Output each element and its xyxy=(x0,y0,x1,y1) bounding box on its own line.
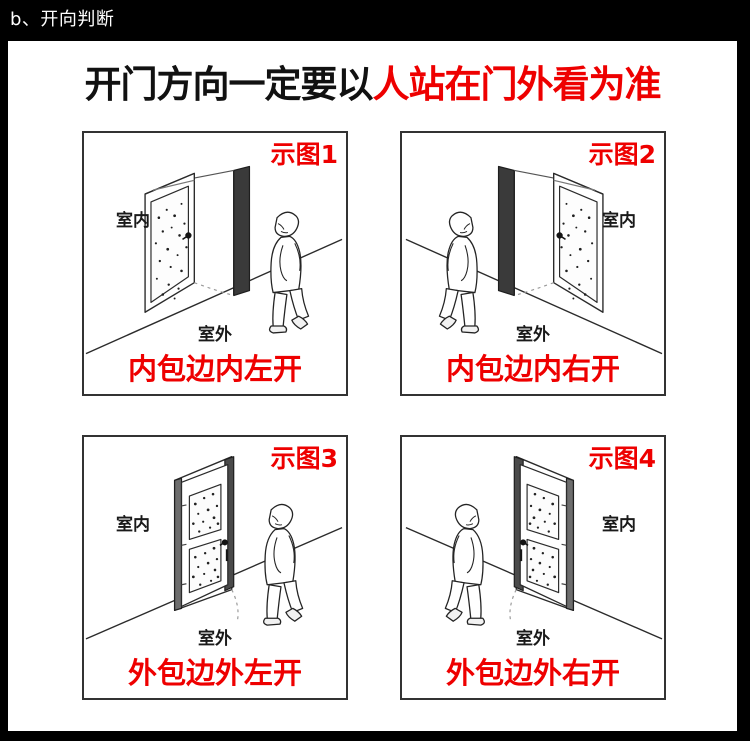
indoor-label-2: 室内 xyxy=(602,211,636,231)
panel-caption-3: 外包边外左开 xyxy=(127,656,302,690)
content-sheet: 开门方向一定要以人站在门外看为准 xyxy=(8,41,737,731)
figure-tag-1: 示图1 xyxy=(270,140,338,169)
figure-tag-3: 示图3 xyxy=(270,444,338,473)
door-scene-3 xyxy=(84,437,346,698)
figure-tag-4: 示图4 xyxy=(588,444,656,473)
outdoor-label-2: 室外 xyxy=(516,325,550,345)
illustration-panel-4: 示图4 室内 室外 外包边外右开 xyxy=(400,435,666,700)
indoor-label-1: 室内 xyxy=(116,211,150,231)
page-title-red-part: 人站在门外看为准 xyxy=(372,63,662,106)
page-title: 开门方向一定要以人站在门外看为准 xyxy=(8,63,737,107)
illustration-panel-1: 示图1 室内 室外 内包边内左开 xyxy=(82,131,348,396)
outdoor-label-3: 室外 xyxy=(198,629,232,649)
illustration-panel-3: 示图3 室内 室外 外包边外左开 xyxy=(82,435,348,700)
figure-tag-2: 示图2 xyxy=(588,140,656,169)
page-title-black-part: 开门方向一定要以 xyxy=(84,63,374,106)
panel-caption-4: 外包边外右开 xyxy=(445,656,620,690)
door-scene-1 xyxy=(84,133,346,394)
door-scene-4 xyxy=(402,437,664,698)
panel-caption-1: 内包边内左开 xyxy=(127,352,302,386)
outdoor-label-4: 室外 xyxy=(516,629,550,649)
door-scene-2 xyxy=(402,133,664,394)
header-band: b、开向判断 xyxy=(0,0,750,41)
outdoor-label-1: 室外 xyxy=(198,325,232,345)
section-header-label: b、开向判断 xyxy=(10,9,115,30)
indoor-label-4: 室内 xyxy=(602,515,636,535)
illustration-panel-2: 示图2 室内 室外 内包边内右开 xyxy=(400,131,666,396)
indoor-label-3: 室内 xyxy=(116,515,150,535)
panel-caption-2: 内包边内右开 xyxy=(445,352,620,386)
